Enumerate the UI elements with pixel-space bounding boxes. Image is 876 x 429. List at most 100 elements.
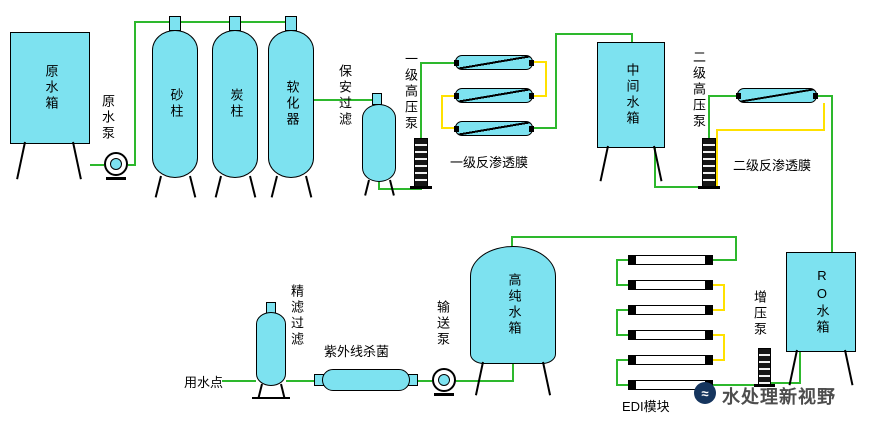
pipe-edi-left-3v — [616, 260, 618, 286]
pipe-mem1-y-l2 — [441, 127, 455, 129]
filter-base — [252, 397, 290, 399]
pipe-mem1-out-top — [555, 33, 633, 35]
intermediate-tank: 中间水箱 — [597, 42, 665, 148]
vessel-leg — [249, 175, 257, 198]
vessel-cap — [229, 16, 241, 31]
transfer-pump-label: 输送泵 — [434, 300, 450, 348]
pipe-edi-left-2v — [616, 310, 618, 336]
pipe-softener-to-filter — [314, 99, 374, 101]
pipe-midtank-down — [654, 148, 656, 188]
wave-icon: ≈ — [694, 382, 716, 404]
vessel-leg — [214, 175, 222, 198]
pipe-mem2-y-down — [716, 129, 718, 186]
pipe-mem2-y-h — [716, 129, 824, 131]
pipe-edi-left-2a — [616, 309, 628, 311]
pump-base — [410, 186, 432, 189]
vessel-leg — [72, 141, 82, 180]
vessel-leg — [280, 383, 286, 398]
stage1-hp-pump-label: 一级高压泵 — [402, 52, 418, 132]
vessel-leg — [270, 175, 278, 198]
carbon-column-label: 炭柱 — [228, 88, 244, 120]
security-filter — [362, 104, 396, 182]
pipe-filter-to-waterpoint — [222, 380, 256, 382]
vessel-leg — [788, 349, 798, 386]
pipe-edi-right-2a — [713, 284, 725, 286]
pipe-edi-right-2v — [723, 285, 725, 311]
raw-water-pump-label: 原水泵 — [99, 94, 115, 142]
pipe-pump2-riser — [708, 96, 710, 138]
pipe-edi-left-1v — [616, 360, 618, 386]
pump-base — [698, 186, 720, 189]
watermark-text: 水处理新视野 — [722, 387, 836, 407]
pipe-mem2-out-v — [831, 95, 833, 252]
pipe-edi-out-h — [713, 259, 737, 261]
pipe-into-hptank — [511, 236, 513, 248]
stage1-ro-membrane-2 — [454, 88, 534, 103]
pipe-edi-out-v — [735, 236, 737, 261]
pipe-filter-down — [378, 182, 380, 190]
raw-water-tank-label: 原水箱 — [43, 64, 59, 112]
pipe-edi-left-3b — [616, 284, 628, 286]
edi-bar — [628, 280, 713, 290]
pipe-midtank-to-pump2 — [654, 186, 704, 188]
pump-base — [434, 393, 454, 396]
pipe-rawpump-out — [128, 164, 136, 166]
pipe-edi-right-2b — [713, 309, 725, 311]
pipe-mem1-y-lv — [441, 95, 443, 129]
vessel-leg — [257, 383, 263, 398]
vessel-leg — [16, 141, 26, 180]
vessel-leg — [474, 361, 484, 396]
vessel-leg — [154, 175, 162, 198]
pipe-mem2-y-v — [823, 103, 825, 131]
stage1-ro-membrane-label: 一级反渗透膜 — [450, 155, 529, 170]
booster-pump-label: 增压泵 — [751, 290, 767, 338]
vessel-cap — [169, 16, 181, 31]
high-purity-tank: 高纯水箱 — [470, 246, 556, 364]
booster-pump — [758, 348, 771, 386]
uv-sterilizer-label: 紫外线杀菌 — [324, 344, 390, 359]
stage1-hp-pump — [414, 138, 428, 188]
pipe-rotank-down — [799, 352, 801, 384]
pipe-edi-out-top — [512, 236, 737, 238]
pipe-mem2-out-h — [817, 95, 833, 97]
edi-bar — [628, 355, 713, 365]
pipe-mem1-y-l1 — [441, 95, 455, 97]
pipe-edi-left-1a — [616, 359, 628, 361]
pipe-columns-header — [134, 21, 293, 23]
stage1-ro-membrane-3 — [454, 121, 534, 136]
pipe-edi-left-1b — [616, 384, 628, 386]
softener-label: 软化器 — [284, 80, 300, 128]
intermediate-tank-label: 中间水箱 — [624, 63, 640, 127]
fine-filter-label: 精滤过滤 — [288, 284, 304, 348]
edi-module-label: EDI模块 — [622, 399, 670, 414]
vessel-leg — [599, 145, 609, 182]
pipe-riser-columns — [134, 21, 136, 166]
raw-water-pump — [104, 152, 128, 176]
vessel-cap — [285, 16, 297, 31]
pipe-edi-right-1a — [713, 334, 725, 336]
pipe-filter-to-pump1 — [378, 188, 422, 190]
pipe-hptank-to-tpump — [456, 380, 513, 382]
pipe-edi-right-1b — [713, 359, 725, 361]
edi-bar — [628, 255, 713, 265]
pipe-mem1-out-h — [533, 127, 557, 129]
ro-tank: RO水箱 — [786, 252, 856, 352]
pipe-pump1-riser — [420, 62, 422, 138]
pipe-mem1-y-rv — [545, 61, 547, 97]
vessel-leg — [542, 361, 552, 396]
water-point-label: 用水点 — [184, 375, 224, 390]
stage1-ro-membrane-1 — [454, 55, 534, 70]
pipe-rotank-to-booster — [771, 382, 801, 384]
security-filter-label: 保安过滤 — [336, 64, 352, 128]
pipe-pump2-to-membrane2 — [708, 95, 737, 97]
pump-base — [106, 177, 126, 180]
sand-column: 砂柱 — [152, 30, 198, 178]
pipe-tpump-to-uv — [410, 380, 432, 382]
transfer-pump — [432, 368, 456, 392]
high-purity-tank-label: 高纯水箱 — [506, 273, 522, 337]
uv-sterilizer — [322, 369, 410, 391]
vessel-leg — [844, 349, 854, 386]
raw-water-tank: 原水箱 — [10, 32, 90, 144]
pipe-uv-to-filter — [286, 380, 316, 382]
